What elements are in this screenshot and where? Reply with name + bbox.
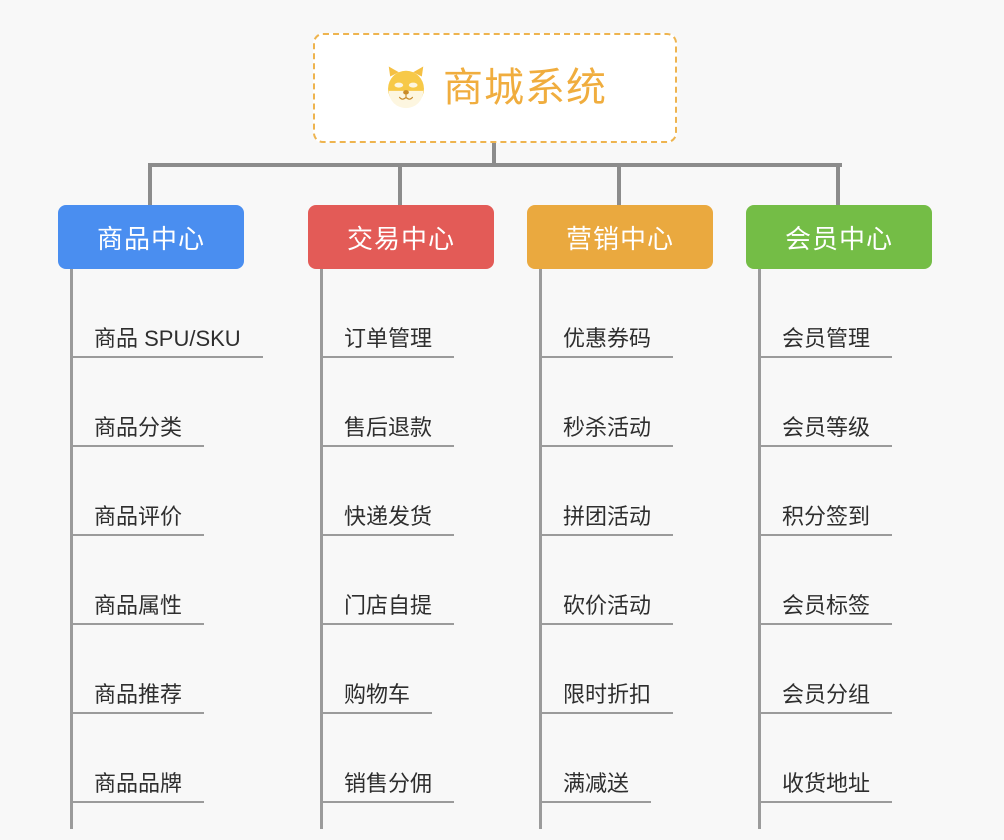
leaf-list-2: 订单管理售后退款快递发货门店自提购物车销售分佣 xyxy=(308,269,494,829)
connector-horizontal-bar xyxy=(150,163,842,167)
leaf-item-label: 商品推荐 xyxy=(72,681,205,714)
leaf-item-label: 会员分组 xyxy=(760,681,893,714)
leaf-item-label: 商品评价 xyxy=(72,503,205,536)
leaf-item[interactable]: 限时折扣 xyxy=(541,625,713,714)
leaf-item[interactable]: 商品推荐 xyxy=(72,625,244,714)
leaf-item[interactable]: 砍价活动 xyxy=(541,536,713,625)
leaf-item-label: 销售分佣 xyxy=(322,770,455,803)
leaf-item[interactable]: 售后退款 xyxy=(322,358,494,447)
root-title: 商城系统 xyxy=(443,66,607,110)
leaf-item[interactable]: 拼团活动 xyxy=(541,447,713,536)
category-label: 营销中心 xyxy=(565,223,674,254)
leaf-item[interactable]: 购物车 xyxy=(322,625,494,714)
leaf-item[interactable]: 商品分类 xyxy=(72,358,244,447)
leaf-item-label: 商品属性 xyxy=(72,592,205,625)
branch-column-1: 商品中心商品 SPU/SKU 商品分类商品评价商品属性商品推荐商品品牌 xyxy=(58,205,263,829)
leaf-item[interactable]: 秒杀活动 xyxy=(541,358,713,447)
leaf-item-label: 限时折扣 xyxy=(541,681,674,714)
leaf-item-label: 商品分类 xyxy=(72,414,205,447)
leaf-item[interactable]: 商品品牌 xyxy=(72,714,244,803)
leaf-item-label: 会员管理 xyxy=(760,325,893,358)
leaf-item-label: 门店自提 xyxy=(322,592,455,625)
category-box-1[interactable]: 商品中心 xyxy=(58,205,244,269)
leaf-item-label: 优惠券码 xyxy=(541,325,674,358)
leaf-spine-4 xyxy=(758,269,761,829)
leaf-item-label: 售后退款 xyxy=(322,414,455,447)
leaf-spine-2 xyxy=(320,269,323,829)
leaf-item-label: 拼团活动 xyxy=(541,503,674,536)
category-label: 会员中心 xyxy=(784,223,893,254)
leaf-list-1: 商品 SPU/SKU 商品分类商品评价商品属性商品推荐商品品牌 xyxy=(58,269,263,829)
category-box-3[interactable]: 营销中心 xyxy=(527,205,713,269)
leaf-item[interactable]: 快递发货 xyxy=(322,447,494,536)
leaf-list-3: 优惠券码秒杀活动拼团活动砍价活动限时折扣满减送 xyxy=(527,269,713,829)
leaf-item-label: 秒杀活动 xyxy=(541,414,674,447)
connector-drop-4 xyxy=(836,163,840,205)
leaf-item[interactable]: 商品 SPU/SKU xyxy=(72,269,263,358)
connector-drop-1 xyxy=(148,163,152,205)
connector-drop-3 xyxy=(617,163,621,205)
connector-drop-2 xyxy=(398,163,402,205)
leaf-item[interactable]: 门店自提 xyxy=(322,536,494,625)
leaf-item-label: 快递发货 xyxy=(322,503,455,536)
leaf-item[interactable]: 商品评价 xyxy=(72,447,244,536)
category-label: 商品中心 xyxy=(96,223,205,254)
leaf-item-label: 会员标签 xyxy=(760,592,893,625)
leaf-item-label: 砍价活动 xyxy=(541,592,674,625)
branch-column-2: 交易中心订单管理售后退款快递发货门店自提购物车销售分佣 xyxy=(308,205,494,829)
leaf-item[interactable]: 商品属性 xyxy=(72,536,244,625)
leaf-item[interactable]: 收货地址 xyxy=(760,714,932,803)
category-box-2[interactable]: 交易中心 xyxy=(308,205,494,269)
category-box-4[interactable]: 会员中心 xyxy=(746,205,932,269)
leaf-item-label: 商品品牌 xyxy=(72,770,205,803)
shiba-dog-face-icon xyxy=(383,65,429,111)
leaf-item-label: 收货地址 xyxy=(760,770,893,803)
leaf-item[interactable]: 销售分佣 xyxy=(322,714,494,803)
category-label: 交易中心 xyxy=(346,223,455,254)
leaf-item[interactable]: 满减送 xyxy=(541,714,713,803)
leaf-item-label: 订单管理 xyxy=(322,325,455,358)
leaf-item-label: 购物车 xyxy=(322,681,433,714)
leaf-item-label: 积分签到 xyxy=(760,503,893,536)
branch-column-4: 会员中心会员管理会员等级积分签到会员标签会员分组收货地址 xyxy=(746,205,932,829)
leaf-spine-3 xyxy=(539,269,542,829)
leaf-item-label: 会员等级 xyxy=(760,414,893,447)
leaf-item[interactable]: 订单管理 xyxy=(322,269,494,358)
leaf-list-4: 会员管理会员等级积分签到会员标签会员分组收货地址 xyxy=(746,269,932,829)
leaf-item[interactable]: 会员分组 xyxy=(760,625,932,714)
leaf-item-label: 满减送 xyxy=(541,770,652,803)
leaf-item[interactable]: 会员标签 xyxy=(760,536,932,625)
leaf-item-label: 商品 SPU/SKU xyxy=(72,325,263,358)
leaf-item[interactable]: 积分签到 xyxy=(760,447,932,536)
root-node[interactable]: 商城系统 xyxy=(313,33,677,143)
branch-column-3: 营销中心优惠券码秒杀活动拼团活动砍价活动限时折扣满减送 xyxy=(527,205,713,829)
leaf-spine-1 xyxy=(70,269,73,829)
leaf-item[interactable]: 会员管理 xyxy=(760,269,932,358)
leaf-item[interactable]: 优惠券码 xyxy=(541,269,713,358)
leaf-item[interactable]: 会员等级 xyxy=(760,358,932,447)
connector-root-stem xyxy=(492,143,496,167)
